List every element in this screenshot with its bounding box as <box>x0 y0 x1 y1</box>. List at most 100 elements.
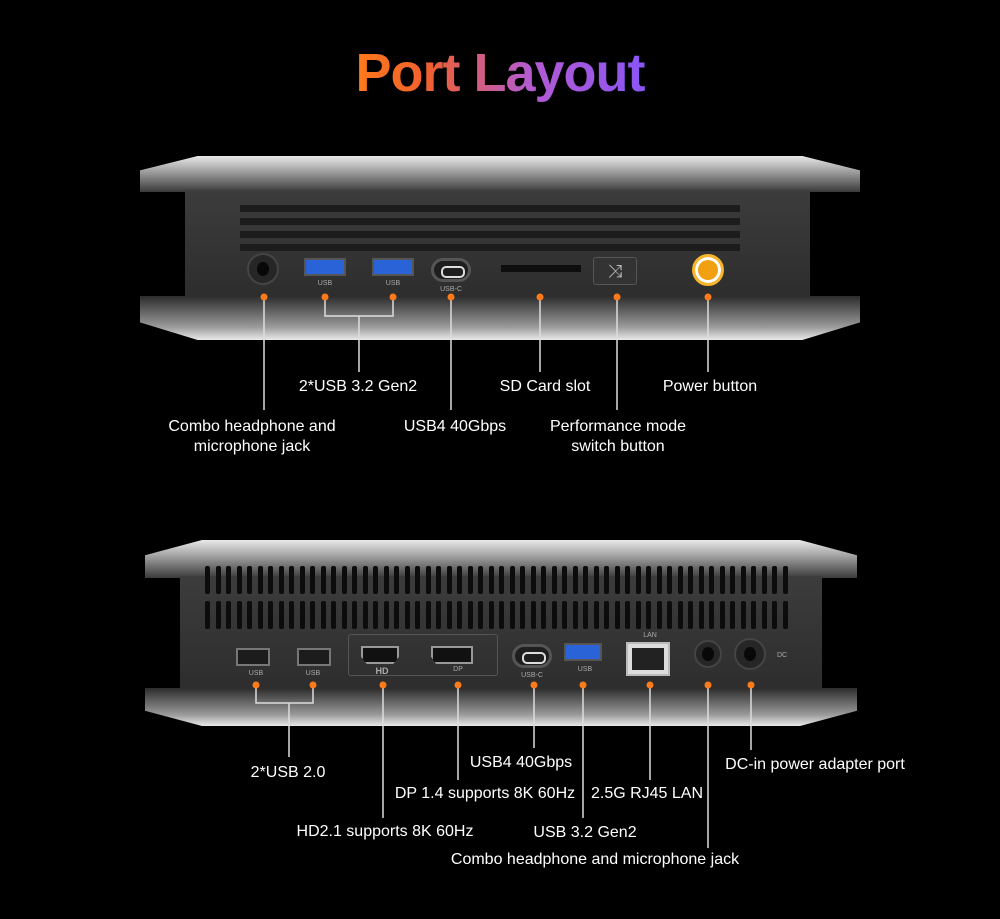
callout-dot <box>646 681 654 689</box>
front-bottom-plate <box>140 296 860 340</box>
vent-slot <box>341 601 347 629</box>
callout-lan: 2.5G RJ45 LAN <box>590 785 704 802</box>
ethernet-port <box>626 642 670 676</box>
callout-usb32-front: 2*USB 3.2 Gen2 <box>298 378 418 395</box>
vent-slot <box>320 566 326 594</box>
vent-slot <box>240 218 740 225</box>
vent-slot <box>593 566 599 594</box>
vent-slot <box>572 566 578 594</box>
callout-dc-in: DC-in power adapter port <box>725 756 905 773</box>
vent-slot <box>520 601 525 629</box>
vent-slot <box>509 601 515 629</box>
shuffle-icon: ⤨ <box>593 257 637 285</box>
vent-slot <box>299 601 305 629</box>
headphone-jack-front <box>247 253 279 285</box>
callout-dot <box>309 681 317 689</box>
vent-slot <box>268 601 273 629</box>
vent-slot <box>310 601 315 629</box>
callout-sd-card: SD Card slot <box>499 378 591 395</box>
callout-line: Performance mode <box>549 418 687 435</box>
dp-port-label: DP <box>453 666 463 673</box>
callout-dot <box>321 293 329 301</box>
vent-slot <box>236 601 242 629</box>
callout-usb4-front: USB4 40Gbps <box>403 418 507 435</box>
leader-line <box>324 297 394 372</box>
displayport-port <box>431 646 473 664</box>
vent-slot <box>383 566 389 594</box>
headphone-jack-rear <box>694 640 722 668</box>
vent-slot <box>751 566 756 594</box>
video-port-panel <box>348 634 498 676</box>
vent-slot <box>562 566 567 594</box>
vent-slot <box>730 601 735 629</box>
vent-slot <box>635 566 641 594</box>
power-button <box>692 254 724 286</box>
vent-slot <box>362 601 368 629</box>
vent-slot <box>394 601 399 629</box>
callout-performance-mode: Performance mode switch button <box>550 417 686 457</box>
usb-port-front-2 <box>372 258 414 276</box>
vent-slot <box>478 601 483 629</box>
vent-slot <box>362 566 368 594</box>
vent-slot <box>467 566 473 594</box>
vent-slot <box>268 566 273 594</box>
callout-dot <box>704 681 712 689</box>
vent-slot <box>352 566 357 594</box>
callout-line: Combo headphone and <box>168 418 336 435</box>
vent-slot <box>383 601 389 629</box>
vent-slot <box>719 601 725 629</box>
vent-slot <box>278 566 284 594</box>
callout-dot <box>579 681 587 689</box>
vent-slot <box>698 566 704 594</box>
vent-slot <box>478 566 483 594</box>
vent-slot <box>320 601 326 629</box>
vent-slot <box>488 566 494 594</box>
vent-slot <box>530 566 536 594</box>
dc-in-port <box>734 638 766 670</box>
vent-slot <box>415 601 420 629</box>
vent-slot <box>205 566 210 594</box>
vent-slot <box>614 601 620 629</box>
vent-slot <box>677 601 683 629</box>
vent-slot <box>226 566 231 594</box>
callout-dot <box>454 681 462 689</box>
usbc-port-front <box>431 258 471 282</box>
vent-slot <box>373 601 378 629</box>
usbc-port-label: USB-C <box>521 672 543 679</box>
vent-slot <box>656 601 662 629</box>
lan-port-label: LAN <box>643 632 657 639</box>
usb-port-label: USB <box>317 280 333 287</box>
callout-line: switch button <box>571 438 665 455</box>
vent-slot <box>499 566 504 594</box>
vent-slot <box>310 566 315 594</box>
vent-slot <box>205 601 210 629</box>
vent-slot <box>373 566 378 594</box>
vent-slot <box>240 205 740 212</box>
callout-dot <box>613 293 621 301</box>
vent-slot <box>635 601 641 629</box>
front-top-plate <box>140 156 860 192</box>
leader-line <box>255 685 314 757</box>
vent-slot <box>499 601 504 629</box>
vent-slot <box>394 566 399 594</box>
vent-slot <box>761 566 767 594</box>
vent-slot <box>467 601 473 629</box>
page-title: Port Layout <box>355 43 645 103</box>
vent-slot <box>436 601 441 629</box>
vent-slot <box>215 566 221 594</box>
vent-slot <box>425 601 431 629</box>
vent-slot <box>226 601 231 629</box>
vent-slot <box>509 566 515 594</box>
callout-dot <box>536 293 544 301</box>
usb-port-label: USB <box>248 670 264 677</box>
vent-slot <box>688 601 693 629</box>
vent-slot <box>331 566 336 594</box>
callout-dp: DP 1.4 supports 8K 60Hz <box>394 785 576 802</box>
usbc-port-label: USB-C <box>440 286 462 293</box>
callout-dot <box>389 293 397 301</box>
vent-slot <box>551 566 557 594</box>
vent-slot <box>772 566 777 594</box>
usb-port-label: USB <box>385 280 401 287</box>
vent-slot <box>688 566 693 594</box>
sd-card-slot <box>501 265 581 272</box>
